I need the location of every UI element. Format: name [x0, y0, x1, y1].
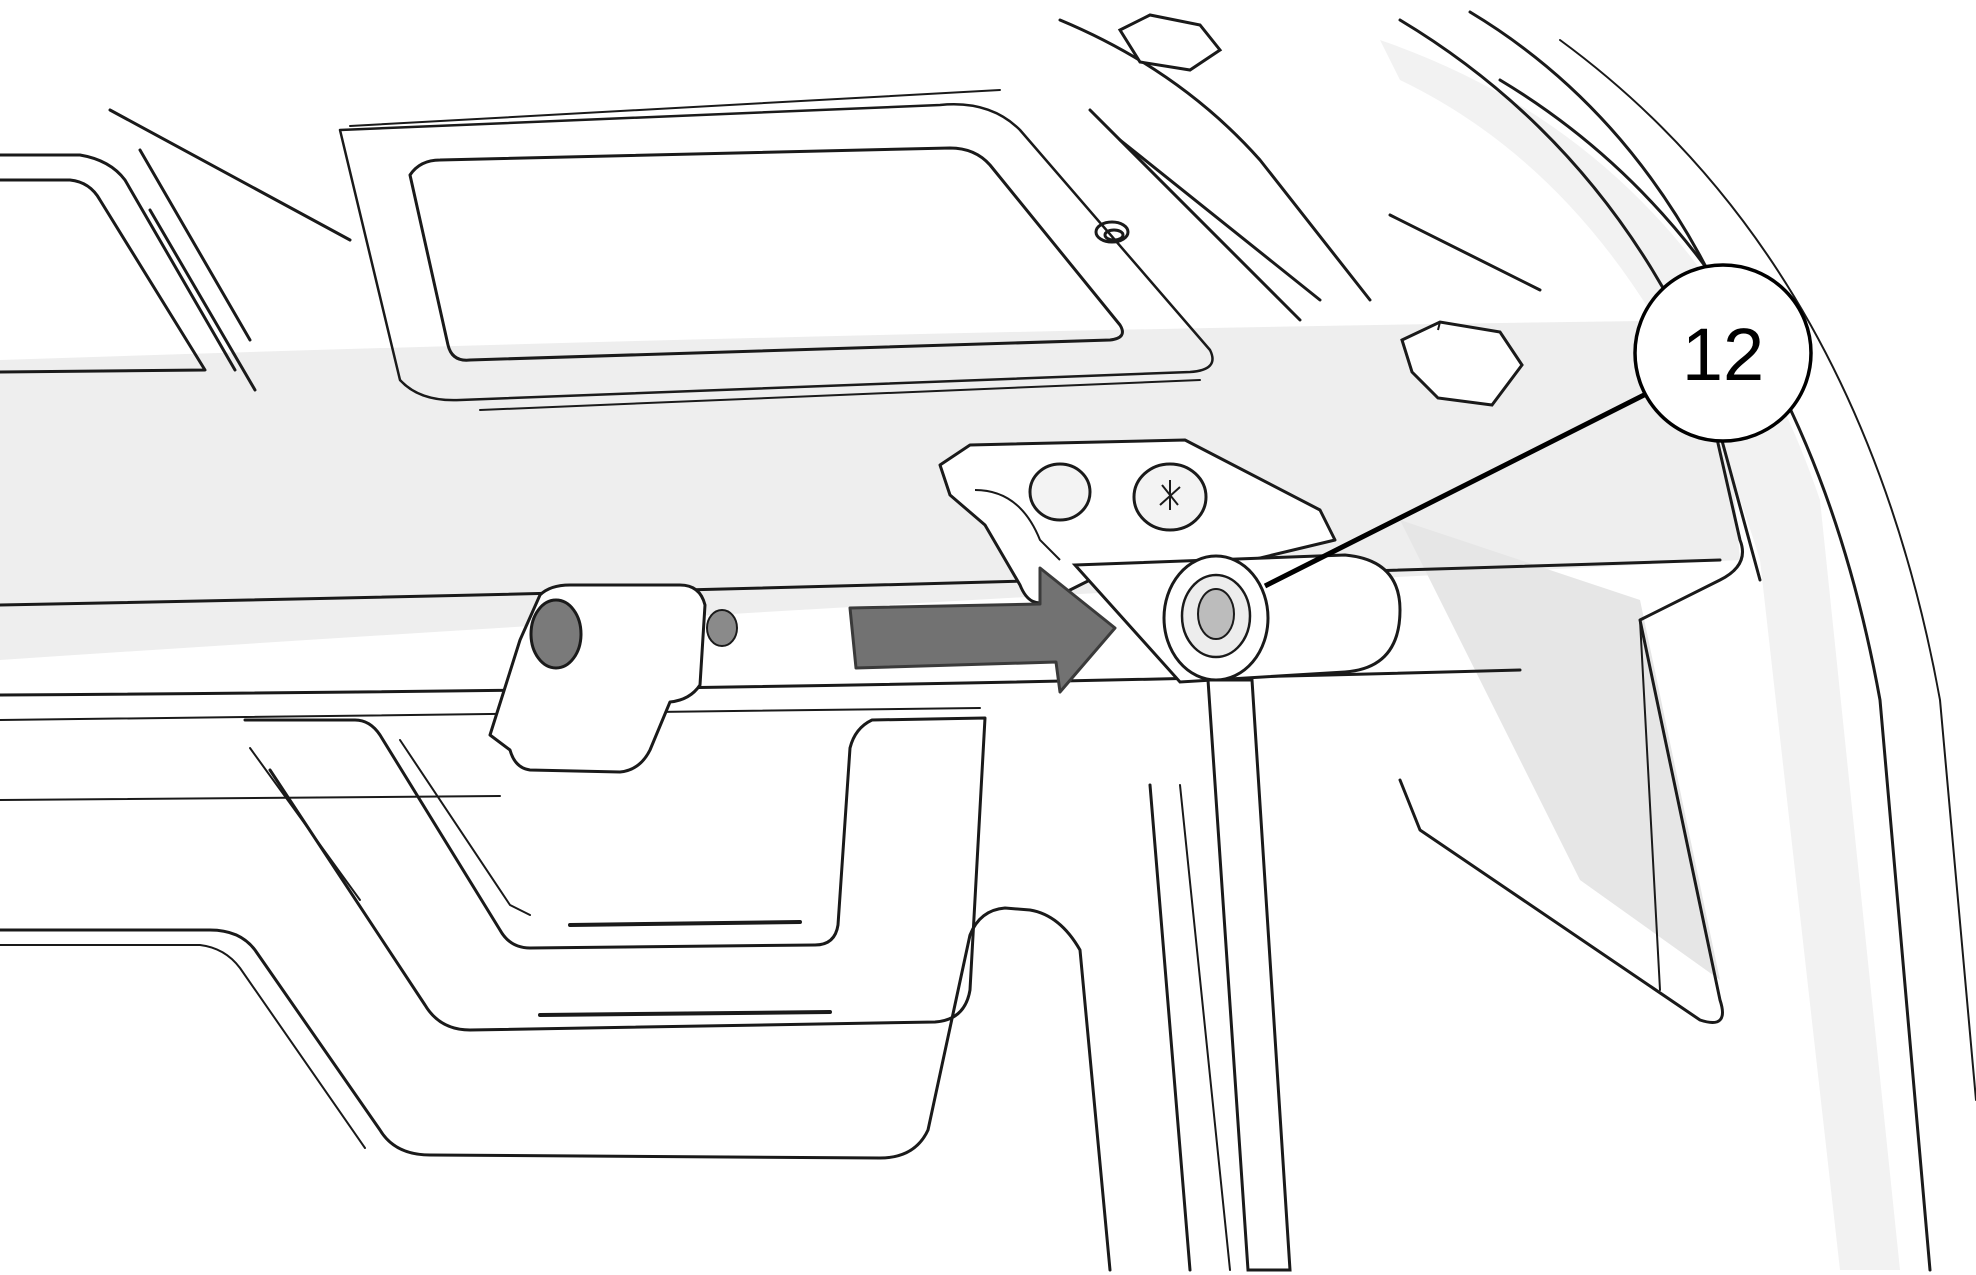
callout-circle	[1633, 263, 1813, 443]
callout: 12	[1263, 263, 1813, 589]
bushing-bore	[1197, 588, 1235, 640]
callout-number: 12	[1682, 313, 1764, 396]
screw-left	[1028, 462, 1092, 522]
hex-bolts	[1117, 13, 1524, 407]
pin-head	[529, 598, 583, 670]
small-pin	[706, 609, 738, 647]
rod-and-bushing	[1071, 553, 1402, 1272]
direction-arrow	[848, 566, 1117, 694]
support-bracket	[488, 583, 738, 774]
leader-line	[1263, 389, 1652, 589]
frame-outlines	[0, 10, 1976, 1272]
